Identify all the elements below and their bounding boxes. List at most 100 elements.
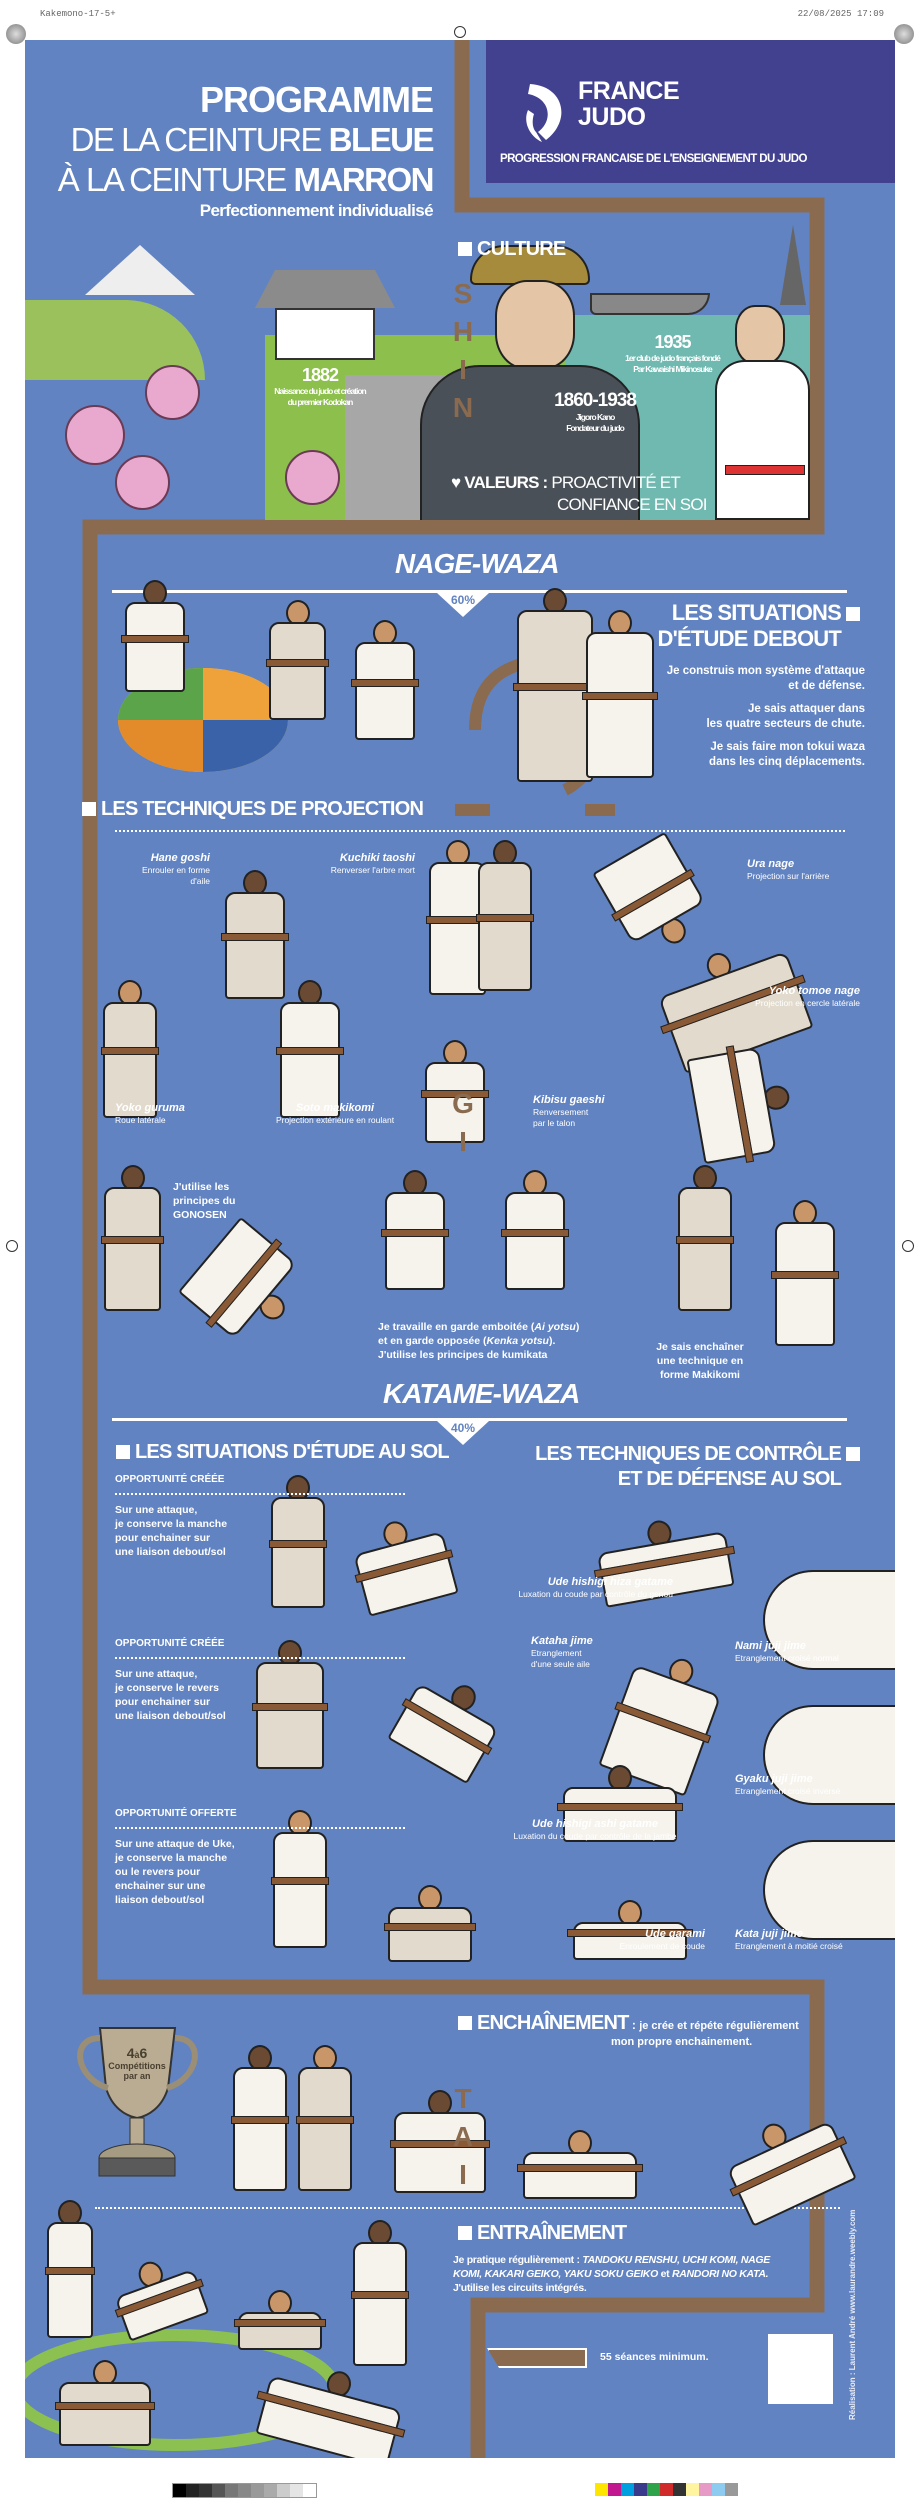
- section-heading-text: LES TECHNIQUES DE CONTRÔLE: [535, 1443, 842, 1465]
- pillar-gi: GI: [452, 1088, 474, 1157]
- page-title: PROGRAMME DE LA CEINTURE BLEUE À LA CEIN…: [33, 80, 435, 222]
- print-date: 22/08/2025 17:09: [797, 9, 884, 19]
- judoka-illustration: [40, 2200, 100, 2360]
- milestone-text: Jigoro Kano: [575, 412, 616, 422]
- bullet-square-icon: [458, 242, 472, 256]
- text-line: une liaison debout/sol: [115, 1546, 226, 1558]
- judoka-illustration: [95, 980, 165, 1140]
- ground-situation: OPPORTUNITÉ OFFERTE Sur une attaque de U…: [115, 1806, 405, 1907]
- dotted-divider: [115, 1493, 405, 1495]
- technique-desc: Roue latérale: [115, 1115, 166, 1125]
- text-line: mon propre enchainement.: [611, 2036, 753, 2048]
- choke-illustration: [763, 1570, 895, 1670]
- jigoro-kano-portrait: [495, 280, 575, 370]
- term: Ai yotsu: [534, 1321, 576, 1333]
- eiffel-tower-icon: [780, 225, 806, 305]
- judoka-illustration: [420, 840, 495, 1020]
- section-heading-text: LES SITUATIONS D'ÉTUDE AU SOL: [135, 1441, 450, 1463]
- milestone-text: Naissance du judo et création: [274, 386, 366, 396]
- dotted-divider: [115, 830, 845, 832]
- brand-header: FRANCE JUDO PROGRESSION FRANCAISE DE L'E…: [486, 40, 895, 183]
- crosshair-mark-icon: [6, 1240, 18, 1252]
- red-white-belt: [725, 465, 805, 475]
- print-filename: Kakemono-17-5+: [40, 9, 116, 19]
- text-line: et en garde opposée (: [378, 1335, 487, 1347]
- year: 1935: [654, 332, 691, 352]
- count-sep: à: [134, 2050, 140, 2060]
- term: Kenka yotsu: [486, 1335, 549, 1347]
- technique-desc: d'une seule aile: [531, 1659, 590, 1669]
- cherry-blossom-icon: [145, 365, 200, 420]
- entrainement-block: ENTRAÎNEMENT Je pratique régulièrement :…: [453, 2222, 863, 2295]
- judoka-illustration: [225, 2290, 335, 2360]
- text-line: Sur une attaque,: [115, 1504, 198, 1516]
- text-line: ): [575, 1321, 580, 1333]
- values-text: PROACTIVITÉ ET: [551, 473, 680, 492]
- judoka-illustration: [375, 1170, 455, 1310]
- values-text: CONFIANCE EN SOI: [557, 495, 707, 514]
- judoka-illustration: [670, 1165, 740, 1335]
- section-heading: D'ÉTUDE DEBOUT: [657, 626, 842, 651]
- year: 1882: [301, 365, 339, 385]
- bullet-square-icon: [846, 607, 860, 621]
- text-line: Je sais enchaîner: [656, 1341, 744, 1353]
- technique-desc: Luxation du coude par contrôle du genou: [518, 1589, 673, 1599]
- ship-icon: [590, 293, 710, 315]
- section-heading: LES SITUATIONS: [671, 600, 842, 625]
- color-calibration-bar: [595, 2483, 738, 2496]
- percent-marker: [437, 1421, 489, 1445]
- technique-desc: Enroulement de coude: [619, 1941, 705, 1951]
- technique-name: Kuchiki taoshi: [339, 852, 415, 864]
- text-line: Je sais faire mon tokui waza: [710, 741, 865, 753]
- text-line: J'utilise les principes de kumikata: [378, 1349, 548, 1361]
- values-block: ♥ VALEURS : PROACTIVITÉ ET CONFIANCE EN …: [451, 472, 707, 516]
- percent-marker: [437, 593, 489, 617]
- sessions-text: 55 séances minimum.: [600, 2351, 709, 2363]
- mount-fuji-icon: [85, 245, 195, 295]
- text-line: liaison debout/sol: [115, 1894, 205, 1906]
- judoka-illustration: [95, 1165, 170, 1335]
- technique-desc: Etranglement: [531, 1648, 582, 1658]
- logo-line: FRANCE: [578, 77, 680, 105]
- text-line: Je pratique régulièrement :: [453, 2254, 583, 2266]
- technique-desc: Renverser l'arbre mort: [330, 865, 415, 875]
- trophy-icon: [77, 2027, 198, 2177]
- blank-box: [768, 2334, 833, 2404]
- trophy-text: Compétitions: [108, 2061, 166, 2071]
- text-line: principes du: [173, 1195, 236, 1207]
- heart-icon: ♥: [451, 473, 461, 492]
- judoka-illustration: [765, 1200, 845, 1370]
- term: TANDOKU RENSHU, UCHI KOMI, NAGE: [582, 2254, 770, 2266]
- technique-desc: Etranglement croisé inversé: [735, 1786, 841, 1796]
- count: 4: [126, 2045, 135, 2061]
- ground-situation: OPPORTUNITÉ CRÉÉE Sur une attaque,je con…: [115, 1636, 405, 1723]
- enchainement-block: ENCHAÎNEMENT : je crée et répéte réguliè…: [453, 2012, 799, 2050]
- section-heading-text: ENCHAÎNEMENT: [477, 2012, 629, 2034]
- technique-desc: Projection extérieure en roulant: [275, 1115, 395, 1125]
- france-judo-logo-icon: [526, 84, 562, 142]
- technique-name: Nami juji jime: [735, 1640, 806, 1652]
- dotted-divider: [115, 1657, 405, 1659]
- technique-desc: Enrouler en forme d'aile: [141, 865, 210, 886]
- title-line: DE LA CEINTURE: [70, 121, 329, 158]
- judoka-illustration: [270, 980, 350, 1140]
- judoka-illustration: [545, 1765, 695, 1855]
- situation-label: OPPORTUNITÉ OFFERTE: [115, 1808, 237, 1819]
- judoka-illustration: [505, 2130, 655, 2210]
- kawaishi-gi: [715, 360, 810, 520]
- technique-name: Hane goshi: [150, 852, 210, 864]
- milestone-kano: 1860-1938 Jigoro Kano Fondateur du judo: [540, 390, 650, 434]
- divider: [112, 590, 847, 593]
- judoka-illustration: [225, 2045, 295, 2215]
- text-line: GONOSEN: [173, 1209, 227, 1221]
- text-line: je conserve la manche: [115, 1518, 228, 1530]
- judoka-illustration: [45, 2360, 165, 2458]
- registration-mark-icon: [6, 24, 26, 44]
- standing-situations: LES SITUATIONS D'ÉTUDE DEBOUT Je constru…: [658, 600, 865, 770]
